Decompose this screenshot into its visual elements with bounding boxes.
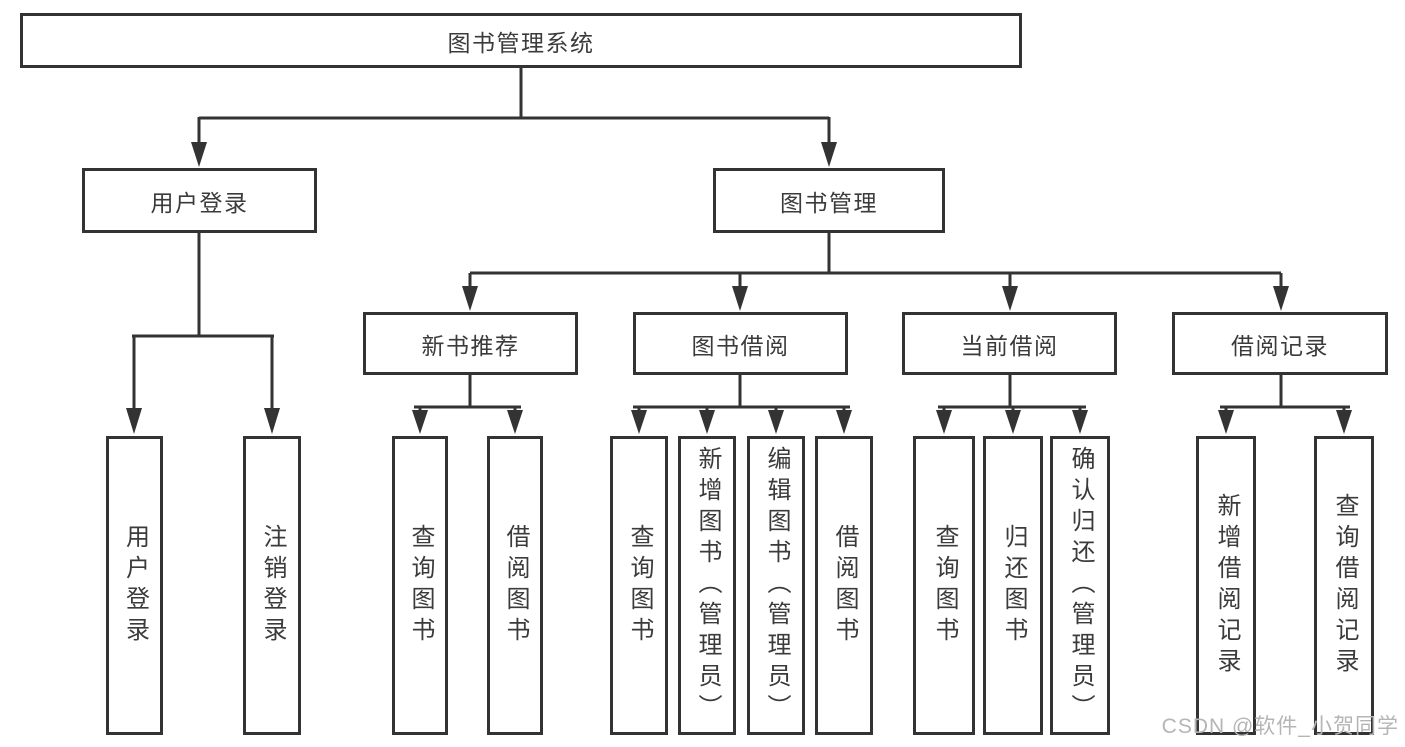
connectors-book-borrow <box>633 375 850 411</box>
leaf-recommend-borrow-books: 借阅图书 <box>487 436 543 735</box>
leaf-query-borrow-record: 查询借阅记录 <box>1314 436 1374 735</box>
leaf-add-borrow-record-label: 新增借阅记录 <box>1213 492 1240 679</box>
leaf-borrow-query-books-label: 查询图书 <box>626 523 653 648</box>
leaf-return-book-label: 归还图书 <box>1000 523 1027 648</box>
leaf-current-query-books: 查询图书 <box>913 436 975 735</box>
node-book-borrow-label: 图书借阅 <box>691 332 790 359</box>
connectors-user-login <box>132 233 274 410</box>
leaf-confirm-return-admin-label: 确认归还（管理员） <box>1067 446 1094 725</box>
leaf-logout-label: 注销登录 <box>259 523 286 648</box>
node-borrow-records-label: 借阅记录 <box>1231 332 1329 359</box>
leaf-confirm-return-admin: 确认归还（管理员） <box>1050 436 1110 735</box>
leaf-add-book-admin: 新增图书（管理员） <box>678 436 736 735</box>
leaf-borrow-query-books: 查询图书 <box>610 436 668 735</box>
leaf-add-borrow-record: 新增借阅记录 <box>1196 436 1256 735</box>
node-user-login: 用户登录 <box>82 168 317 233</box>
leaf-add-book-admin-label: 新增图书（管理员） <box>694 446 721 725</box>
node-book-management: 图书管理 <box>713 168 945 233</box>
node-book-management-label: 图书管理 <box>780 189 878 216</box>
node-current-borrow: 当前借阅 <box>902 312 1117 375</box>
node-new-book-recommend-label: 新书推荐 <box>421 332 520 359</box>
leaf-logout: 注销登录 <box>243 436 301 735</box>
node-current-borrow-label: 当前借阅 <box>960 332 1059 359</box>
arrowheads-current-borrow <box>936 410 1088 434</box>
arrowheads-root <box>191 142 837 167</box>
leaf-current-query-books-label: 查询图书 <box>931 523 958 648</box>
node-root-label: 图书管理系统 <box>447 29 595 56</box>
watermark: CSDN @软件_小贺同学 <box>1161 715 1399 738</box>
arrowheads-user-login <box>126 408 280 434</box>
connectors-book-management <box>468 233 1283 288</box>
leaf-query-borrow-record-label: 查询借阅记录 <box>1331 492 1358 679</box>
leaf-borrow-books-label: 借阅图书 <box>831 523 858 648</box>
connectors-new-book-recommend <box>414 375 521 411</box>
node-borrow-records: 借阅记录 <box>1172 312 1388 375</box>
arrowheads-borrow-records <box>1218 410 1352 434</box>
leaf-recommend-query-books: 查询图书 <box>392 436 448 735</box>
node-root: 图书管理系统 <box>20 13 1022 68</box>
leaf-edit-book-admin-label: 编辑图书（管理员） <box>763 446 790 725</box>
connectors-borrow-records <box>1220 375 1350 411</box>
leaf-return-book: 归还图书 <box>983 436 1043 735</box>
leaf-recommend-query-books-label: 查询图书 <box>407 523 434 648</box>
node-book-borrow: 图书借阅 <box>633 312 848 375</box>
leaf-user-login: 用户登录 <box>106 436 163 735</box>
node-new-book-recommend: 新书推荐 <box>363 312 578 375</box>
arrowheads-book-borrow <box>631 410 852 434</box>
arrowheads-new-book-recommend <box>412 410 523 434</box>
node-user-login-label: 用户登录 <box>150 189 249 216</box>
leaf-borrow-books: 借阅图书 <box>815 436 873 735</box>
leaf-user-login-label: 用户登录 <box>121 523 149 648</box>
arrowheads-book-management <box>462 286 1289 311</box>
connectors-root <box>197 68 831 144</box>
leaf-edit-book-admin: 编辑图书（管理员） <box>747 436 805 735</box>
leaf-recommend-borrow-books-label: 借阅图书 <box>502 523 529 648</box>
connectors-current-borrow <box>938 375 1086 411</box>
